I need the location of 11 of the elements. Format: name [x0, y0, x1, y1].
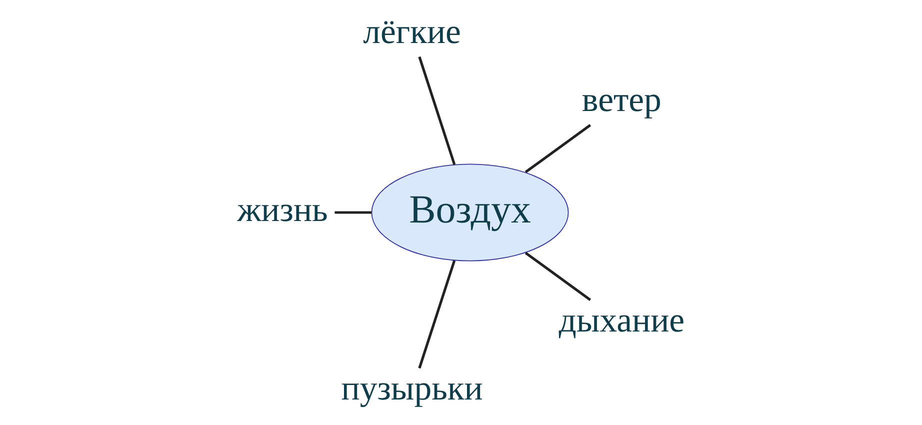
node-text: дыхание — [558, 300, 685, 340]
connector — [524, 124, 592, 174]
node-text: пузырьки — [341, 368, 483, 408]
node-text: лёгкие — [363, 12, 461, 51]
connector — [418, 56, 456, 165]
node-text: ветер — [582, 80, 662, 119]
node-text: жизнь — [237, 190, 328, 230]
node-ellipse: Воздух — [371, 164, 569, 262]
connector — [524, 252, 592, 301]
connector — [418, 260, 456, 369]
connector — [334, 211, 372, 214]
